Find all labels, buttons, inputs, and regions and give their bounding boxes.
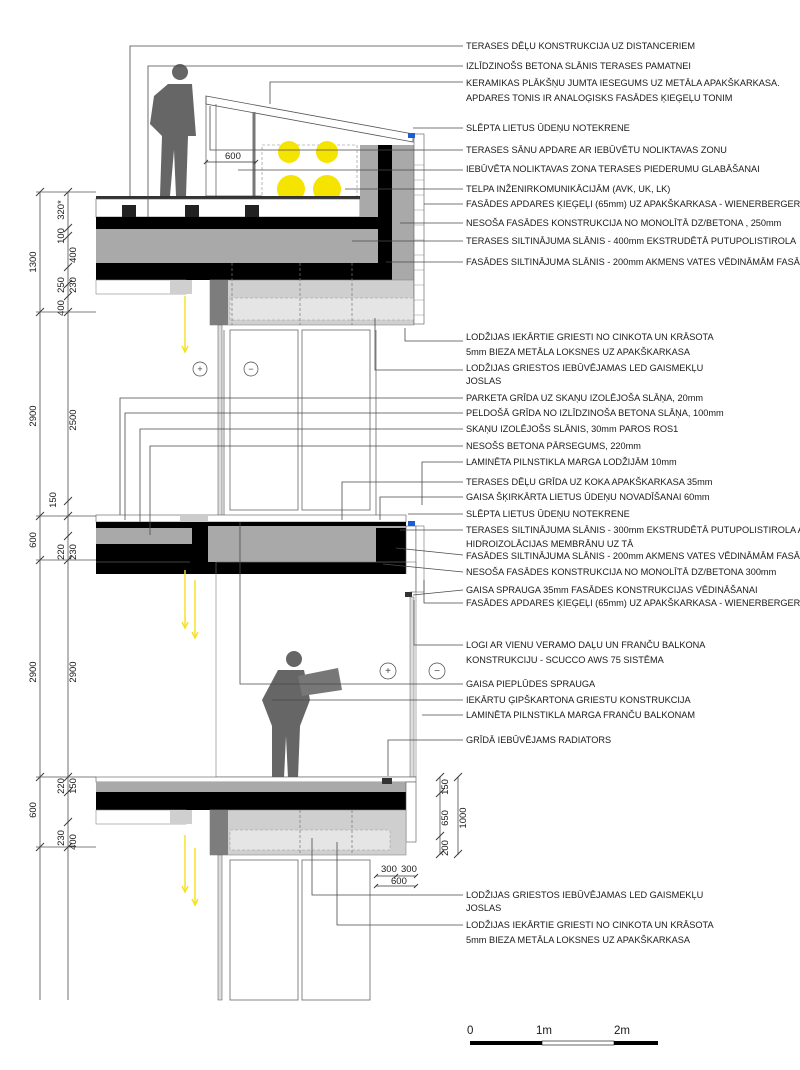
dim-320: 320* <box>56 200 67 220</box>
label-windows-2: KONSTRUKCIJU - SCUCCO AWS 75 SISTĒMA <box>466 655 665 665</box>
label-loggia-ceiling: LODŽIJAS IEKĀRTIE GRIESTI NO CINKOTA UN … <box>466 332 714 342</box>
dim-230-a: 230 <box>68 277 79 293</box>
scale-label-0: 0 <box>467 1025 473 1037</box>
dim-600-low: 600 <box>28 802 39 818</box>
label-facade-insulation: FASĀDES SILTINĀJUMA SLĀNIS - 200mm AKMEN… <box>466 257 800 267</box>
annotations-top: TERASES DĒĻU KONSTRUKCIJA UZ DISTANCERIE… <box>466 41 800 267</box>
dim-220-a: 220 <box>56 544 67 560</box>
dim-230-b: 230 <box>68 544 79 560</box>
label-french-railing: LAMINĒTA PILNSTIKLA MARGA FRANČU BALKONA… <box>466 710 695 720</box>
label-hidden-gutter: SLĒPTA LIETUS ŪDEŅU NOTEKRENE <box>466 123 630 133</box>
dim-1300: 1300 <box>28 251 39 272</box>
label-deck-floor: TERASES DĒĻU GRĪDA UZ KOKA APAKŠKARKASA … <box>466 477 713 487</box>
dim-400-b: 400 <box>56 300 67 316</box>
person-standing-icon <box>150 64 196 196</box>
utility-circle <box>316 141 338 163</box>
label-floating-floor: PELDOŠĀ GRĪDA NO IZLĪDZINOŠA BETONA SLĀŅ… <box>466 408 724 418</box>
dim-650: 650 <box>440 810 451 826</box>
roof-terrace: 600 <box>95 95 425 326</box>
annotations-middle: LODŽIJAS IEKĀRTIE GRIESTI NO CINKOTA UN … <box>466 332 800 608</box>
middle-floor: + − + − <box>95 324 446 778</box>
label-hidden-gutter-2: SLĒPTA LIETUS ŪDEŅU NOTEKRENE <box>466 509 630 519</box>
label-loggia-ceiling-bottom-2: 5mm BIEZA METĀLA LOKSNES UZ APAKŠKARKASA <box>466 935 691 945</box>
label-facade-bricks-2: FASĀDES APDARES ĶIEĢEĻI (65mm) UZ APAKŠK… <box>466 598 800 608</box>
dim-300-b: 300 <box>401 864 417 875</box>
dim-storage: 600 <box>225 151 241 162</box>
label-windows: LOGI AR VIENU VERAMO DAĻU UN FRANČU BALK… <box>466 640 706 650</box>
dim-100: 100 <box>56 228 67 244</box>
person-reading-icon <box>262 651 342 778</box>
label-ceramic-roof: KERAMIKAS PLĀKŠŅU JUMTA IESEGUMS UZ METĀ… <box>466 78 780 88</box>
leader-lines <box>119 45 464 926</box>
dim-2900-upper: 2900 <box>28 405 39 426</box>
label-parquet: PARKETA GRĪDA UZ SKAŅU IZOLĒJOŠA SLĀŅA, … <box>466 393 703 403</box>
label-air-gap: GAISA ŠĶIRKĀRTA LIETUS ŪDEŅU NOVADĪŠANAI… <box>466 492 710 502</box>
dim-600-bottom: 600 <box>391 876 407 887</box>
label-membrane: HIDROIZOLĀCIJAS MEMBRĀNU UZ TĀ <box>466 539 634 549</box>
label-led-strips: LODŽIJAS GRIESTOS IEBŪVĒJAMAS LED GAISME… <box>466 363 703 373</box>
label-leveling-concrete: IZLĪDZINOŠS BETONA SLĀNIS TERASES PAMATN… <box>466 61 691 71</box>
label-led-strips-bottom-2: JOSLAS <box>466 903 501 913</box>
scale-bar: 0 1m 2m <box>467 1025 658 1046</box>
left-dimensions: 1300 2900 600 2900 600 320* 100 400 250 … <box>28 187 96 1000</box>
dim-230-c: 230 <box>56 830 67 846</box>
dim-250: 250 <box>56 277 67 293</box>
label-terrace-side-finish: TERASES SĀNU APDARE AR IEBŪVĒTU NOLIKTAV… <box>466 145 727 155</box>
dim-150-a: 150 <box>48 492 59 508</box>
gutter-blue <box>408 133 415 138</box>
label-concrete-slab: NESOŠS BETONA PĀRSEGUMS, 220mm <box>466 441 641 451</box>
dim-600-mid: 600 <box>28 532 39 548</box>
label-ventilation-gap: GAISA SPRAUGA 35mm FASĀDES KONSTRUKCIJAS… <box>466 585 758 595</box>
led-strip-markers <box>181 296 199 907</box>
dim-1000: 1000 <box>458 807 469 828</box>
annotations-bottom: LODŽIJAS GRIESTOS IEBŪVĒJAMAS LED GAISME… <box>466 890 714 945</box>
dim-150-b: 150 <box>68 778 79 794</box>
label-terrace-insulation: TERASES SILTINĀJUMA SLĀNIS - 400mm EKSTR… <box>466 236 797 246</box>
annotations-lower: LOGI AR VIENU VERAMO DAĻU UN FRANČU BALK… <box>466 640 706 745</box>
label-sound-insulation: SKAŅU IZOLĒJOŠS SLĀNIS, 30mm PAROS ROS1 <box>466 424 678 434</box>
label-facade-bricks: FASĀDES APDARES ĶIEĢEĻI (65mm) UZ APAKŠK… <box>466 199 800 209</box>
label-led-strips-2: JOSLAS <box>466 376 501 386</box>
label-storage-zone: IEBŪVĒTA NOLIKTAVAS ZONA TERASES PIEDERU… <box>466 164 760 174</box>
label-ceramic-roof-2: APDARES TONIS IR ANALOĢISKS FASĀDES ĶIEĢ… <box>466 93 732 103</box>
svg-text:−: − <box>434 666 440 677</box>
label-gypsum-ceiling: IEKĀRTU ĢIPŠKARTONA GRIESTU KONSTRUKCIJA <box>466 695 692 705</box>
label-radiator: GRĪDĀ IEBŪVĒJAMS RADIATORS <box>466 735 611 745</box>
svg-text:+: + <box>385 666 391 677</box>
utility-circle <box>278 141 300 163</box>
label-terrace-insulation-2: TERASES SILTINĀJUMA SLĀNIS - 300mm EKSTR… <box>466 525 800 535</box>
label-air-inflow: GAISA PIEPLŪDES SPRAUGA <box>466 679 596 689</box>
dim-2500: 2500 <box>68 409 79 430</box>
dim-200: 200 <box>440 840 451 856</box>
dim-2900-inner: 2900 <box>68 661 79 682</box>
dim-2900-lower: 2900 <box>28 661 39 682</box>
right-dimensions: 150 650 1000 200 300 300 600 <box>373 772 469 889</box>
label-loggia-ceiling-2: 5mm BIEZA METĀLA LOKSNES UZ APAKŠKARKASA <box>466 347 691 357</box>
label-facade-insulation-2: FASĀDES SILTINĀJUMA SLĀNIS - 200mm AKMEN… <box>466 551 800 561</box>
svg-text:+: + <box>197 364 202 374</box>
dim-400-c: 400 <box>68 834 79 850</box>
lower-floor <box>95 776 417 1001</box>
label-led-strips-bottom: LODŽIJAS GRIESTOS IEBŪVĒJAMAS LED GAISME… <box>466 890 703 900</box>
dim-150-right: 150 <box>440 779 451 795</box>
label-terrace-deck: TERASES DĒĻU KONSTRUKCIJA UZ DISTANCERIE… <box>466 41 695 51</box>
scale-label-2m: 2m <box>614 1025 630 1037</box>
label-loggia-ceiling-bottom: LODŽIJAS IEKĀRTIE GRIESTI NO CINKOTA UN … <box>466 920 714 930</box>
svg-text:−: − <box>248 364 253 374</box>
label-load-bearing-facade: NESOŠA FASĀDES KONSTRUKCIJA NO MONOLĪTĀ … <box>466 218 782 228</box>
dim-300-a: 300 <box>381 864 397 875</box>
dim-400-a: 400 <box>68 247 79 263</box>
dim-220-b: 220 <box>56 778 67 794</box>
label-glass-railing: LAMINĒTA PILNSTIKLA MARGA LODŽIJĀM 10mm <box>466 457 677 467</box>
label-engineering-space: TELPA INŽENIRKOMUNIKĀCIJĀM (AVK, UK, LK) <box>466 184 670 194</box>
scale-label-1m: 1m <box>536 1025 552 1037</box>
label-load-bearing-300: NESOŠA FASĀDES KONSTRUKCIJA NO MONOLĪTĀ … <box>466 567 777 577</box>
